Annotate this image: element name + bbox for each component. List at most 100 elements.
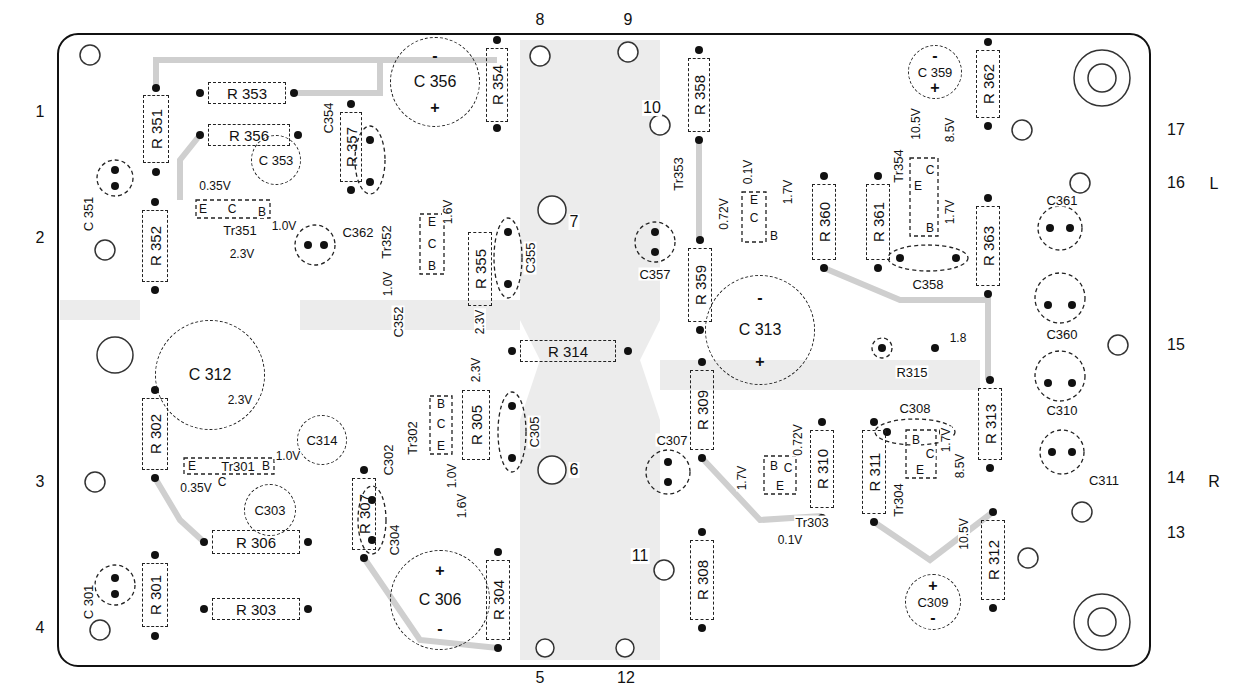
voltage-label: 1.6V [442,199,454,226]
resistor-outline: R 314 [520,340,616,362]
part-label: R 355 [473,249,488,289]
capacitor-outline: C 313-+ [705,275,815,385]
voltage-label: 2.3V [474,309,486,336]
voltage-label: 1.7V [940,427,952,454]
transistor-outlines [184,158,938,494]
terminal-number: 4 [35,620,46,636]
terminal-number: 12 [616,670,636,686]
part-label: R 314 [548,344,588,359]
polarity-sign: + [928,578,937,594]
part-label: R 356 [229,128,269,143]
pin-name: B [261,460,271,472]
terminal-number: 8 [535,12,546,28]
transistor-label: Tr304 [892,482,905,517]
capacitor-label: C305 [528,415,541,448]
pin-name: E [436,440,446,452]
capacitor-label: C307 [655,434,688,447]
resistor-outline: R 361 [866,184,890,260]
pin-name: C [783,462,794,474]
transistor-label: Tr351 [222,224,257,237]
capacitor-label: C362 [341,226,374,239]
terminal-number: 17 [1166,122,1186,138]
resistor-outline: R 302 [142,398,168,470]
resistor-outline: R 308 [690,540,714,620]
part-label: R 357 [344,127,359,167]
resistor-outline: R 312 [981,520,1005,600]
part-label: C303 [254,504,285,517]
voltage-label: 10.5V [958,517,970,550]
pin-name: E [427,216,437,228]
mounting-holes [80,42,1130,657]
voltage-label: 2.3V [470,357,482,384]
resistor-outline: R 313 [978,388,1002,460]
pin-name: E [749,194,759,206]
transistor-label: Tr353 [672,156,685,191]
pin-name: E [915,464,925,476]
pin-name: E [775,480,785,492]
capacitor-outline: C309+- [905,574,961,630]
voltage-label: 2.3V [229,248,256,260]
voltage-label: 1.0V [275,450,302,462]
voltage-label: 1.0V [382,271,394,298]
part-label: R 309 [695,390,710,430]
part-label: R 354 [490,65,505,105]
capacitor-label: C 301 [82,584,95,621]
terminal-number: 9 [623,12,634,28]
pin-name: B [769,230,779,242]
voltage-label: 1.0V [446,463,458,490]
voltage-label: 0.72V [792,423,804,456]
board-outline [58,34,1150,666]
resistor-outline: R 303 [212,598,300,620]
solder-pads [111,36,1076,652]
transistor-label: Tr301 [220,460,255,473]
voltage-label: 2.3V [227,394,254,406]
part-label: R 306 [236,535,276,550]
voltage-label: 10.5V [910,107,922,140]
voltage-label: 1.7V [736,465,748,492]
part-label: R 353 [227,86,267,101]
part-label: R 313 [983,404,998,444]
part-label: R 363 [981,226,996,266]
resistor-outline: R 310 [810,430,834,508]
terminal-number: 2 [35,230,46,246]
pin-name: C [436,418,447,430]
capacitor-outlines [95,126,1085,605]
board-label: R315 [895,366,928,379]
transistor-label: Tr354 [892,148,905,183]
capacitor-outline: C303 [244,484,296,536]
terminal-number: 7 [569,214,580,230]
pin-name: B [257,206,267,218]
capacitor-outline: C 306+- [390,550,490,650]
part-label: C 359 [918,66,953,79]
terminal-number: 10 [642,100,662,116]
capacitor-label: C310 [1045,404,1078,417]
part-label: R 310 [815,449,830,489]
part-label: R 301 [148,575,163,615]
voltage-label: 0.72V [718,197,730,230]
terminal-number: R [1207,474,1221,490]
voltage-label: 0.1V [777,534,804,546]
resistor-outline: R 357 [340,112,362,182]
pin-name: E [198,203,208,215]
resistor-outline: R 306 [212,530,300,554]
polarity-sign: - [437,621,442,637]
part-label: R 359 [693,265,708,305]
capacitor-outline: C314 [297,415,347,465]
pin-name: E [913,180,923,192]
pin-name: B [911,434,921,446]
capacitor-label: C311 [1088,474,1120,487]
polarity-sign: - [757,290,762,306]
voltage-label: 1.7V [782,179,794,206]
part-label: R 361 [871,202,886,242]
resistor-outline: R 353 [208,82,286,104]
polarity-sign: - [930,610,935,626]
part-label: R 303 [236,602,276,617]
voltage-label: 1.6V [456,493,468,520]
part-label: C314 [306,434,337,447]
pin-name: C [427,238,438,250]
terminal-number: 16 [1166,175,1186,191]
part-label: C 312 [189,367,232,383]
capacitor-label: C361 [1045,194,1078,207]
pin-name: C [925,164,936,176]
